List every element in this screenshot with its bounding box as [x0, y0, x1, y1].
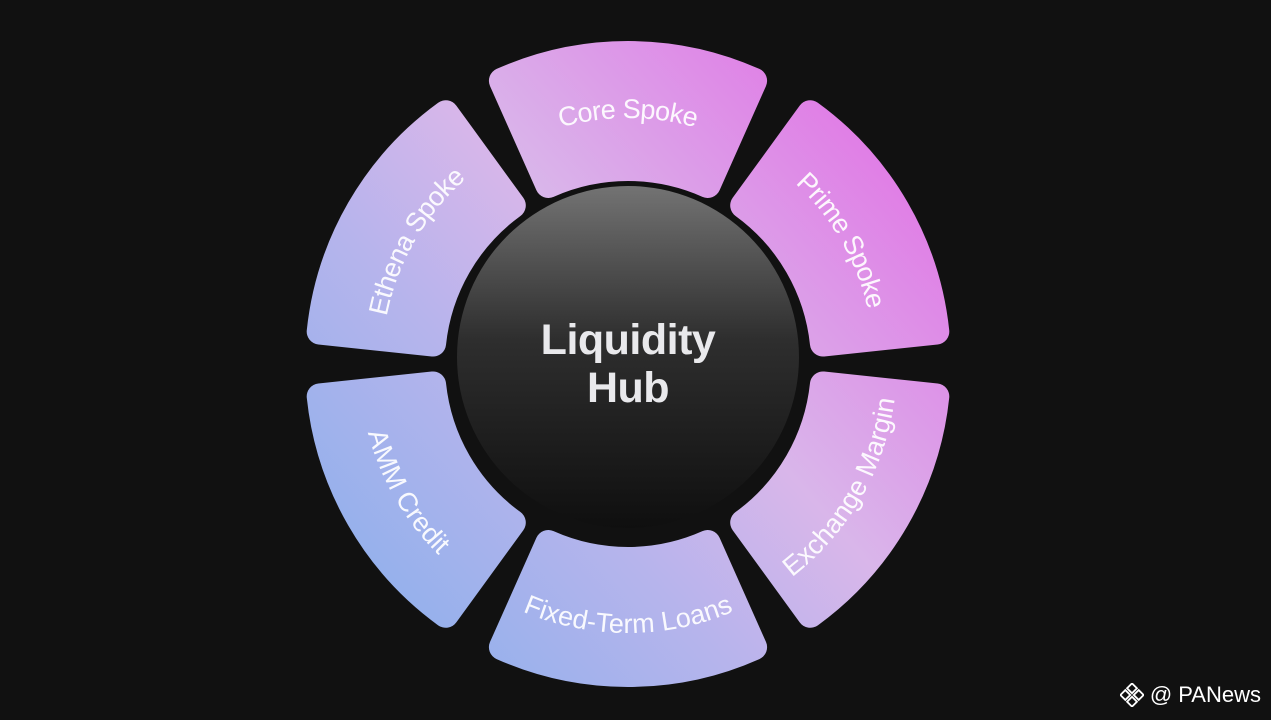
hub-circle — [457, 186, 799, 528]
spoke-core-segment — [488, 41, 768, 198]
spoke-fixed[interactable]: Fixed-Term Loans — [488, 530, 768, 687]
binance-diamond-icon — [1119, 683, 1144, 707]
spoke-prime-segment — [730, 100, 950, 357]
spoke-ethena[interactable]: Ethena Spoke — [306, 100, 526, 357]
watermark-at: @ — [1149, 682, 1173, 707]
spoke-fixed-segment — [488, 530, 768, 687]
hub-title-line1: Liquidity — [541, 316, 716, 364]
watermark: @ PANews — [1119, 682, 1261, 708]
spoke-prime[interactable]: Prime Spoke — [730, 100, 950, 357]
spoke-ethena-segment — [306, 100, 526, 357]
spoke-exchange-segment — [730, 371, 950, 628]
spoke-amm-segment — [306, 371, 526, 628]
spoke-core[interactable]: Core Spoke — [488, 41, 768, 198]
liquidity-hub[interactable]: Liquidity Hub — [457, 186, 799, 528]
hub-title-line2: Hub — [587, 364, 669, 412]
watermark-brand: PANews — [1178, 682, 1261, 707]
spoke-amm[interactable]: AMM Credit — [306, 371, 526, 628]
